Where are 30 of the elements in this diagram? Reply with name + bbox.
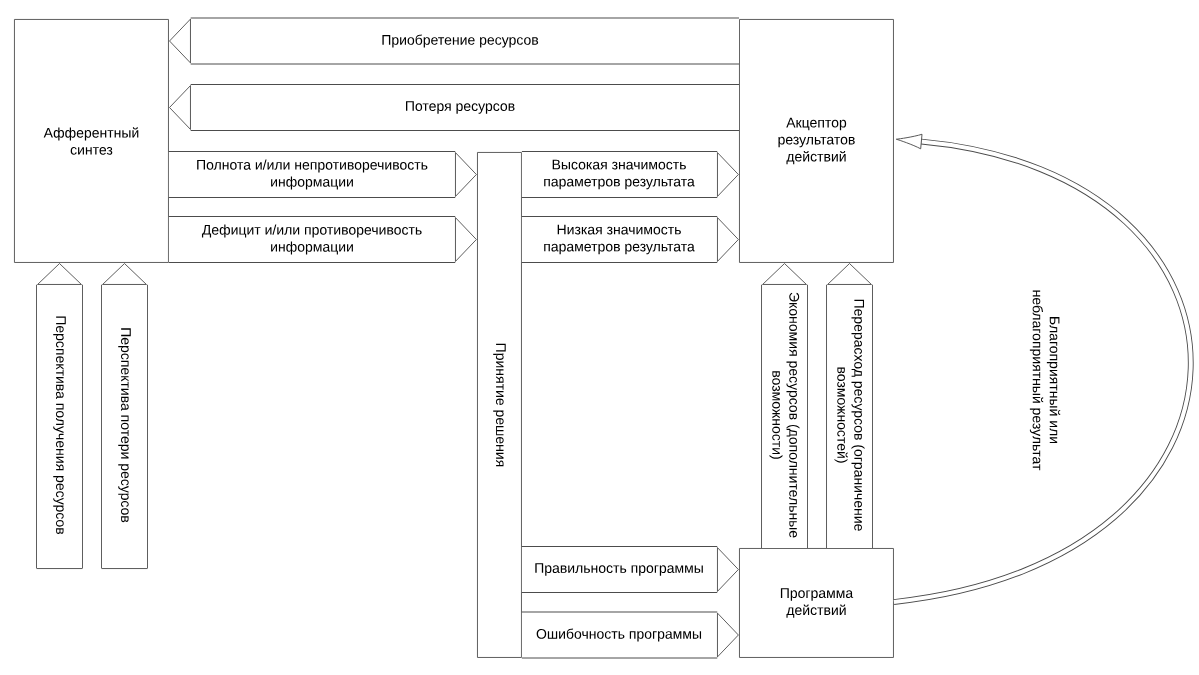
edge-label: Низкая значимость параметров результата: [544, 224, 695, 255]
curved-arrow: [893, 133, 1194, 605]
edge-label: Перспектива потери ресурсов: [118, 328, 131, 523]
block-arrow: [101, 263, 148, 569]
edge-label: Высокая значимость параметров результата: [544, 159, 695, 190]
block-arrow: [521, 546, 739, 593]
edge-label: Полнота и/или непротиворечивость информации: [197, 159, 428, 190]
block-arrow: [169, 17, 739, 65]
block-arrow: [826, 263, 873, 548]
process-box: Принятие решения: [477, 152, 522, 658]
block-arrow: [521, 151, 739, 198]
process-box: Программа действий: [739, 548, 894, 658]
edge-label: Экономия ресурсов (дополнительные возможности): [769, 292, 800, 538]
edge-label: Потеря ресурсов: [406, 101, 515, 114]
block-arrow: [761, 263, 808, 548]
block-arrow: [36, 263, 83, 569]
edge-label: Приобретение ресурсов: [382, 34, 539, 48]
edge-label: Правильность программы: [535, 563, 703, 576]
process-box: Акцептор результатов действий: [739, 19, 894, 263]
block-arrow: [168, 216, 477, 263]
block-arrow: [521, 216, 739, 263]
edge-label: Благоприятный или неблагоприятный результат: [1029, 290, 1061, 471]
block-arrow: [168, 151, 477, 198]
edge-label: Перерасход ресурсов (ограничение возможностей): [834, 299, 865, 531]
block-arrow: [521, 611, 739, 659]
edge-label: Ошибочность программы: [536, 628, 702, 642]
edge-label: Дефицит и/или противоречивость информации: [201, 224, 422, 255]
process-box: Афферентный синтез: [14, 19, 169, 263]
block-arrow: [169, 84, 739, 131]
edge-label: Перспектива получения ресурсов: [53, 316, 66, 535]
